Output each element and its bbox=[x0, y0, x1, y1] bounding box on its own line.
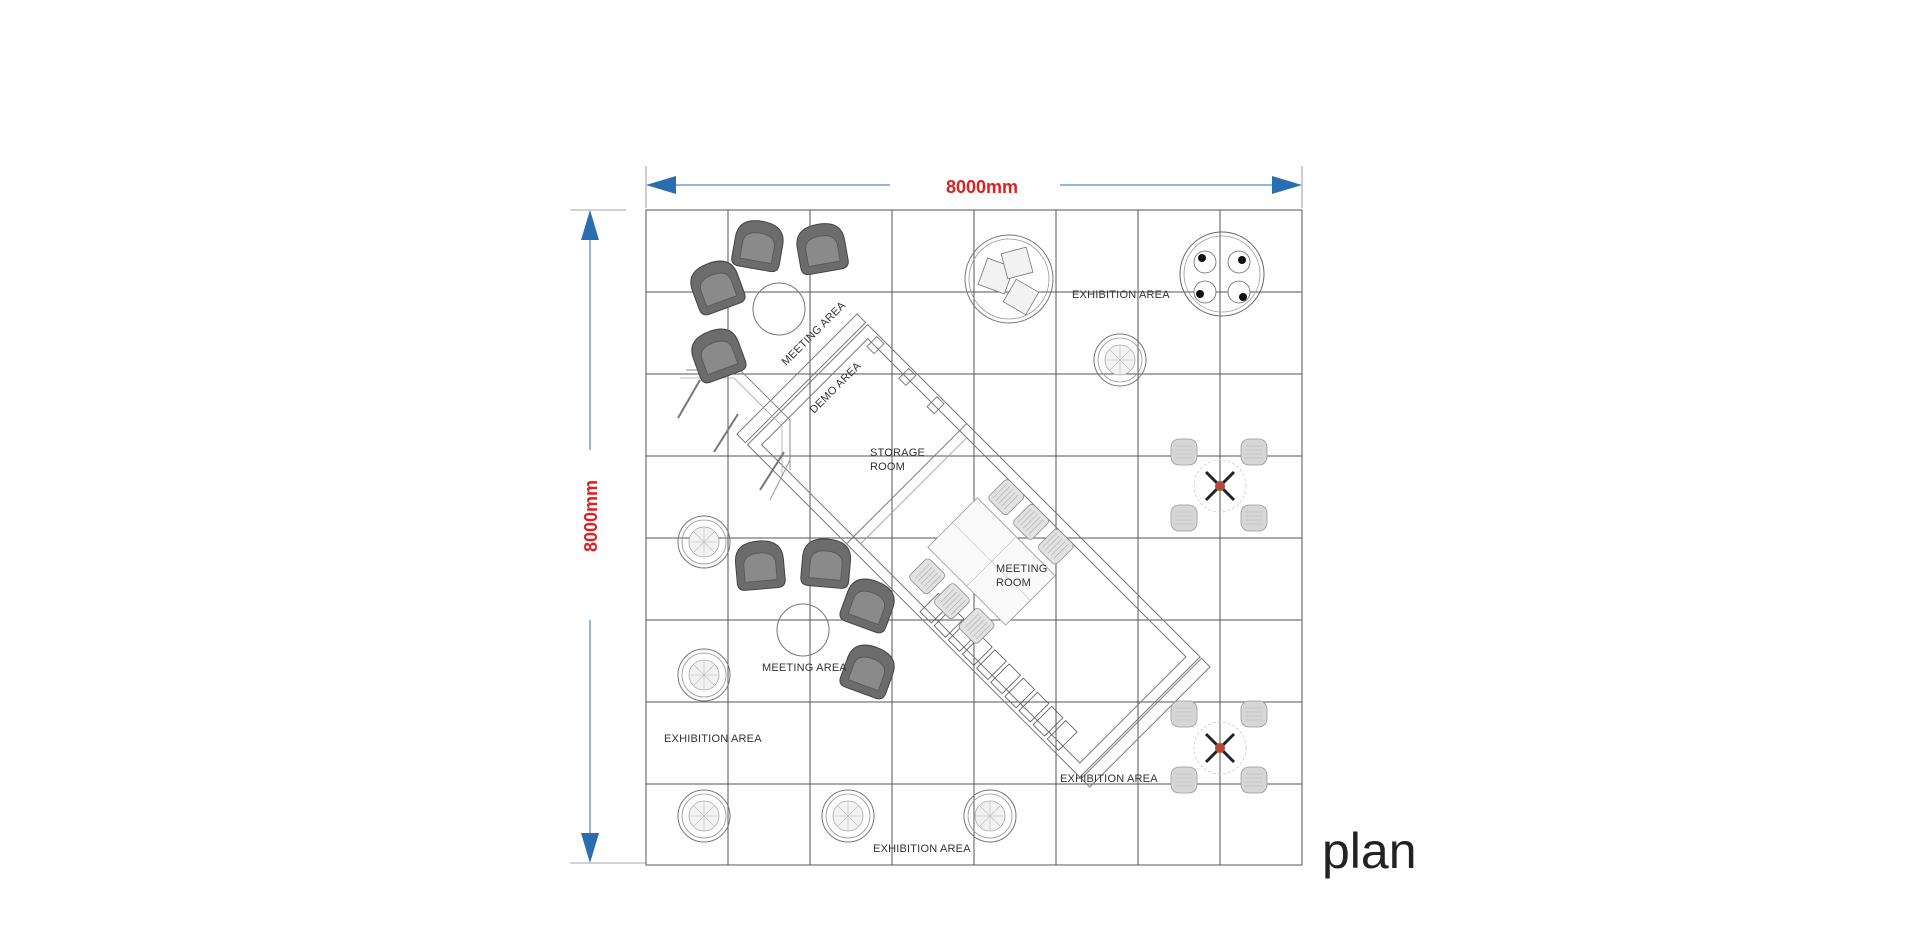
display-pedestal bbox=[677, 515, 731, 569]
exhibition-bottom-label: EXHIBITION AREA bbox=[873, 843, 971, 855]
arrow-down-icon bbox=[581, 833, 599, 863]
meeting-room-label-line1: MEETING bbox=[996, 563, 1048, 575]
display-pedestal bbox=[677, 789, 731, 843]
storage-room-label-line1: STORAGE bbox=[870, 447, 925, 459]
height-dimension-label: 8000mm bbox=[581, 480, 601, 552]
display-pedestal bbox=[821, 789, 875, 843]
exhibition-area-top: EXHIBITION AREA bbox=[964, 231, 1265, 387]
meeting-area-top-label: MEETING AREA bbox=[780, 299, 849, 368]
armchair bbox=[799, 536, 853, 590]
storage-room-label-line2: ROOM bbox=[870, 461, 905, 473]
armchair bbox=[686, 322, 749, 386]
bar-table-set-upper bbox=[1170, 438, 1268, 532]
display-pedestal bbox=[677, 648, 731, 702]
armchair bbox=[733, 538, 787, 592]
arrow-left-icon bbox=[646, 176, 676, 194]
display-stand-round bbox=[1179, 231, 1265, 317]
meeting-area-bottom-label: MEETING AREA bbox=[762, 662, 847, 674]
demo-area-partition bbox=[677, 369, 791, 501]
arrow-right-icon bbox=[1272, 176, 1302, 194]
armchair bbox=[793, 219, 850, 277]
round-table bbox=[776, 603, 830, 657]
height-dimension: 8000mm bbox=[570, 209, 646, 864]
exhibition-left-label: EXHIBITION AREA bbox=[664, 733, 762, 745]
exhibition-bottom-right-label: EXHIBITION AREA bbox=[1060, 773, 1158, 785]
demo-area-label: DEMO AREA bbox=[808, 360, 864, 416]
meeting-area-bottom: MEETING AREA bbox=[733, 536, 900, 702]
armchair bbox=[837, 638, 900, 702]
width-dimension-label: 8000mm bbox=[946, 177, 1018, 197]
display-pedestal bbox=[963, 789, 1017, 843]
meeting-area-top: MEETING AREA DEMO AREA bbox=[685, 216, 864, 416]
arrow-up-icon bbox=[581, 210, 599, 240]
bar-table-set-lower bbox=[1170, 700, 1268, 794]
plan-title: plan bbox=[1322, 823, 1417, 879]
central-room-structure bbox=[736, 313, 1211, 788]
armchair bbox=[730, 216, 787, 274]
meeting-room-label-line2: ROOM bbox=[996, 577, 1031, 589]
round-table bbox=[752, 282, 806, 336]
exhibition-top-right-label: EXHIBITION AREA bbox=[1072, 289, 1170, 301]
width-dimension: 8000mm bbox=[645, 166, 1303, 208]
